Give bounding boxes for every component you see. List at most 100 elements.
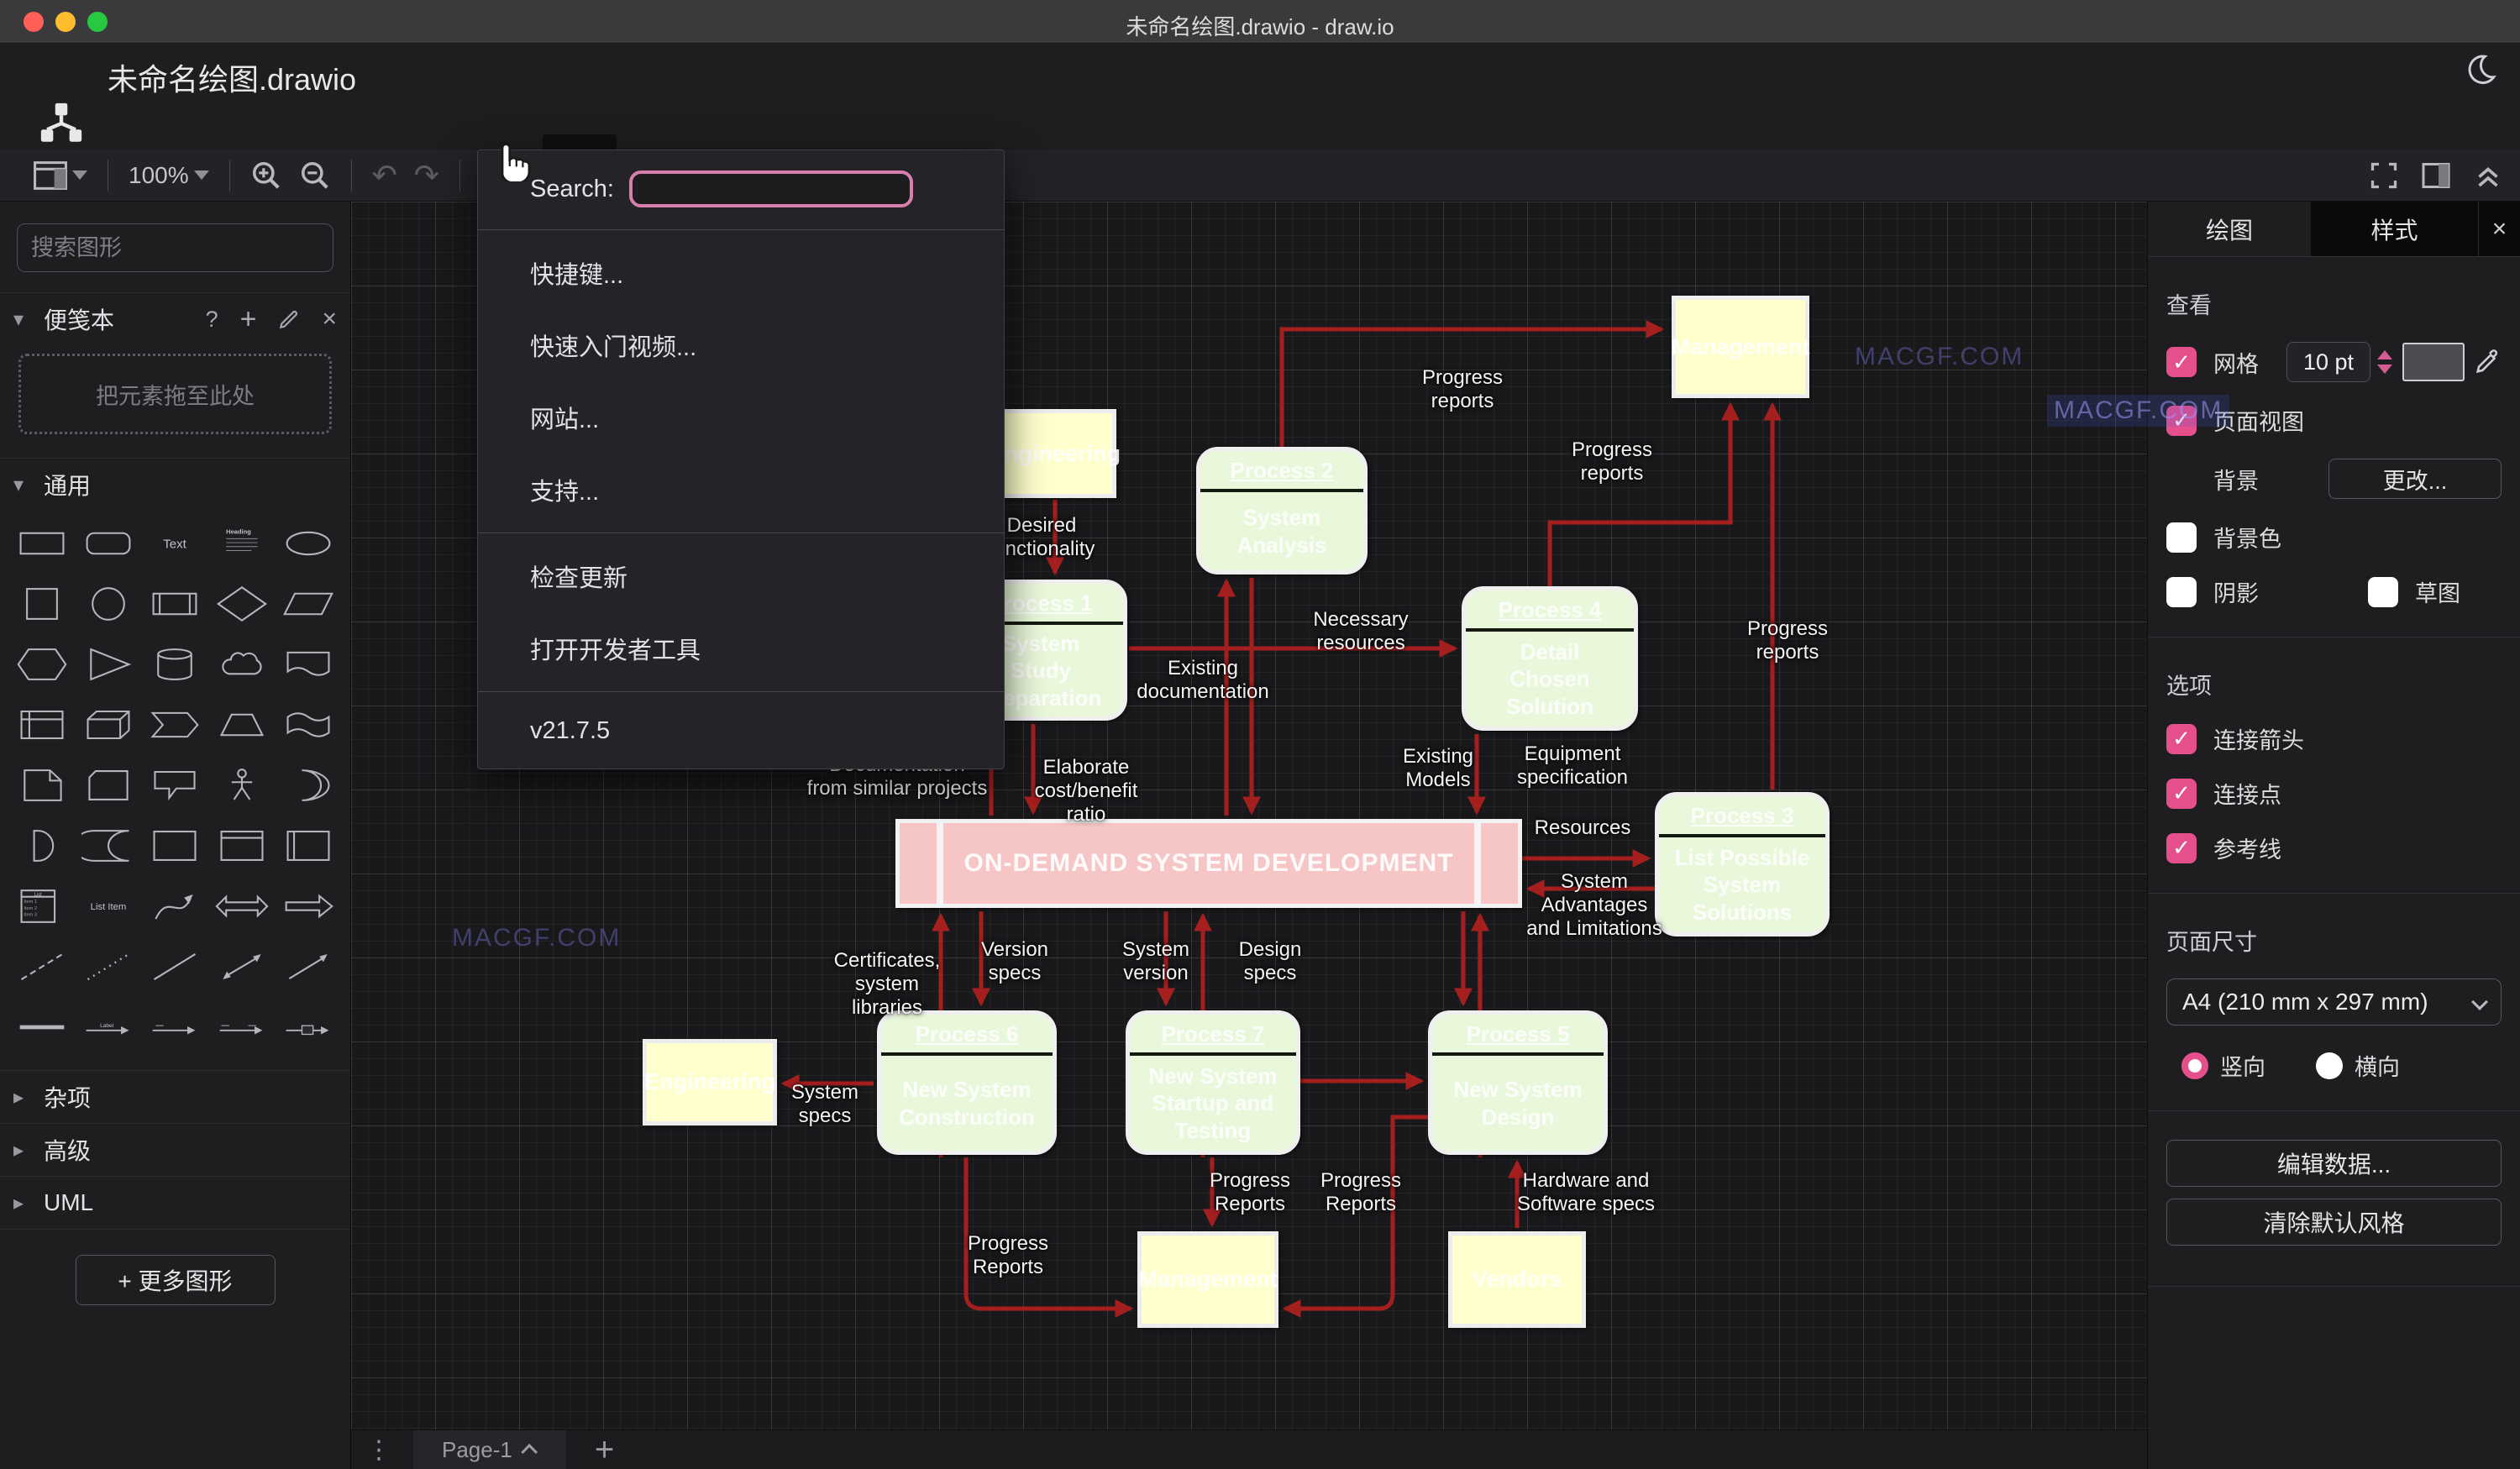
fullscreen-icon[interactable] [2369,160,2399,191]
shadow-checkbox[interactable] [2166,576,2197,607]
help-menu-item[interactable]: 支持... [530,479,600,506]
shape-window-icon[interactable] [208,820,275,872]
general-section-header[interactable]: ▾ 通用 [0,459,350,511]
shape-search-box[interactable] [17,223,333,272]
page-view-checkbox[interactable]: ✓ [2166,405,2197,436]
sidebar-section-高级[interactable]: ▸ 高级 [13,1138,92,1164]
help-menu-item[interactable]: 打开开发者工具 [530,637,701,664]
shape-and-icon[interactable] [8,820,75,872]
shape-labeled-link-icon[interactable] [208,1001,275,1053]
more-shapes-button[interactable]: + 更多图形 [75,1255,276,1305]
diagram-node-engineering-bottom[interactable]: Engineering [643,1039,777,1125]
grid-size-input[interactable]: 10 pt [2286,342,2370,382]
sketch-checkbox[interactable] [2368,576,2398,607]
help-menu-item[interactable]: 快速入门视频... [530,334,697,361]
maximize-window-button[interactable] [87,12,108,32]
shape-diamond-icon[interactable] [208,578,275,630]
collapse-toolbar-icon[interactable] [2473,160,2503,191]
sidebar-section-杂项[interactable]: ▸ 杂项 [13,1085,92,1111]
shape-process-icon[interactable] [142,578,208,630]
diagram-connector[interactable] [1279,319,1665,447]
minimize-window-button[interactable] [55,12,76,32]
diagram-node-management-bottom[interactable]: Management [1137,1231,1278,1328]
shape-ellipse-icon[interactable] [276,517,342,569]
shape-line-icon[interactable] [142,941,208,993]
shape-document-icon[interactable] [276,638,342,690]
shape-data-storage-icon[interactable] [75,820,141,872]
diagram-canvas[interactable]: EngineeringManagementInvestorsEngineerin… [351,202,2147,1430]
shape-internal-storage-icon[interactable] [8,699,75,751]
tab-diagram[interactable]: 绘图 [2148,202,2311,256]
view-mode-button[interactable] [25,150,96,201]
shape-arrow-with-label-icon[interactable]: Label [75,1001,141,1053]
diagram-node-process-7[interactable]: Process 7 New System Startup and Testing [1126,1010,1300,1155]
edit-data-button[interactable]: 编辑数据... [2166,1140,2502,1187]
shape-triangle-icon[interactable] [75,638,141,690]
sidebar-section-UML[interactable]: ▸ UML [13,1189,94,1215]
shape-text-icon[interactable]: Text [142,517,208,569]
diagram-node-process-6[interactable]: Process 6 New System Construction [877,1010,1057,1155]
dark-mode-toggle-icon[interactable] [2463,52,2498,87]
shape-tape-icon[interactable] [276,699,342,751]
scratchpad-close-icon[interactable]: × [322,305,337,333]
zoom-out-button[interactable] [291,150,339,201]
zoom-in-button[interactable] [242,150,291,201]
scratchpad-add-icon[interactable]: + [239,302,257,335]
scratchpad-dropzone[interactable]: 把元素拖至此处 [18,354,332,434]
shape-list-item-icon[interactable]: List Item [75,880,141,932]
shape-cloud-icon[interactable] [208,638,275,690]
close-window-button[interactable] [24,12,44,32]
shape-arrow-icon[interactable] [276,880,342,932]
shape-rounded-rectangle-icon[interactable] [75,517,141,569]
scratchpad-edit-icon[interactable] [278,308,300,330]
diagram-connector[interactable] [1282,1115,1428,1319]
zoom-level-dropdown[interactable]: 100% [120,150,218,201]
shape-bidirectional-arrow-icon[interactable] [208,880,275,932]
grid-size-stepper[interactable] [2374,342,2396,382]
diagram-node-process-3[interactable]: Process 3 List Possible System Solutions [1655,792,1830,936]
shape-actor-icon[interactable] [208,759,275,811]
shape-cube-icon[interactable] [75,699,141,751]
format-panel-toggle-icon[interactable] [2421,160,2451,191]
shape-cylinder-icon[interactable] [142,638,208,690]
shape-trapezoid-icon[interactable] [208,699,275,751]
shape-search-input[interactable] [31,234,328,261]
option-checkbox[interactable]: ✓ [2166,723,2197,754]
shape-boxed-label-link-icon[interactable] [276,1001,342,1053]
landscape-radio[interactable] [2316,1052,2343,1079]
help-menu-item[interactable]: 网站... [530,407,600,433]
tab-style[interactable]: 样式 [2370,217,2418,244]
shape-card-icon[interactable] [75,759,141,811]
shape-note-icon[interactable] [8,759,75,811]
shape-square-icon[interactable] [8,578,75,630]
help-menu-item[interactable]: 快捷键... [530,262,624,289]
shape-or-icon[interactable] [276,759,342,811]
grid-checkbox[interactable]: ✓ [2166,347,2197,377]
diagram-node-vendors[interactable]: Vendors [1448,1231,1586,1328]
page-size-select[interactable]: A4 (210 mm x 297 mm) [2166,978,2502,1026]
close-panel-icon[interactable]: × [2478,202,2520,256]
scratchpad-help-icon[interactable]: ? [205,306,218,332]
diagram-node-process-4[interactable]: Process 4 Detail Chosen Solution [1462,586,1638,731]
add-page-button[interactable]: + [594,1430,615,1468]
shape-directional-connector-icon[interactable] [276,941,342,993]
diagram-node-engineering-top[interactable]: Engineering [990,409,1121,498]
shape-step-icon[interactable] [142,699,208,751]
diagram-connector[interactable] [1547,401,1740,586]
shape-hexagon-icon[interactable] [8,638,75,690]
redo-button[interactable]: ↷ [406,150,448,201]
diagram-node-management-top[interactable]: Management [1671,296,1810,398]
shape-parallelogram-icon[interactable] [276,578,342,630]
help-menu-item[interactable]: v21.7.5 [530,717,611,744]
shape-horizontal-line-icon[interactable] [8,1001,75,1053]
help-search-input[interactable] [628,171,913,207]
diagram-node-process-5[interactable]: Process 5 New System Design [1428,1010,1608,1155]
change-background-button[interactable]: 更改... [2328,459,2502,499]
shape-circle-icon[interactable] [75,578,141,630]
undo-button[interactable]: ↶ [364,150,406,201]
page-tab[interactable]: Page-1 [413,1430,566,1469]
option-checkbox[interactable]: ✓ [2166,778,2197,809]
diagram-connector[interactable] [963,1157,1134,1319]
pages-menu-icon[interactable]: ⋮ [366,1435,391,1464]
